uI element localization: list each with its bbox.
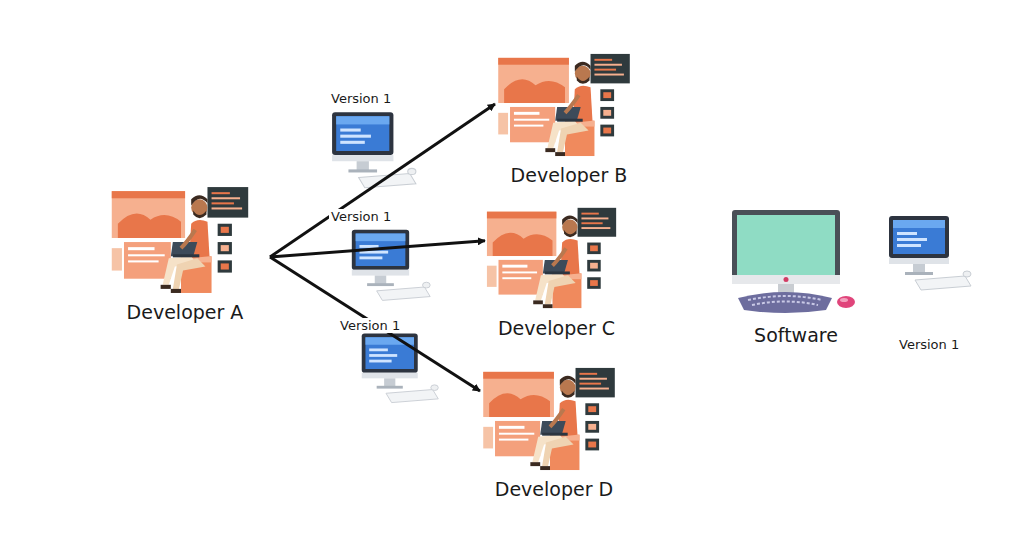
illustrated-node: Software xyxy=(722,208,870,350)
monitor-icon xyxy=(332,112,416,188)
illustrated-node: Developer B xyxy=(495,50,643,190)
arrow-connector xyxy=(270,257,480,391)
node-label: Developer D xyxy=(480,478,628,500)
arrow-connector xyxy=(270,241,485,257)
illustrated-node: Developer D xyxy=(480,364,628,504)
node-label: Software xyxy=(722,324,870,346)
version-label: Version 1 xyxy=(329,91,393,106)
node-label: Developer B xyxy=(495,164,643,186)
monitor-icon xyxy=(352,230,430,301)
developer-figure xyxy=(495,50,643,158)
developer-figure xyxy=(100,183,270,295)
arrow-connector xyxy=(270,104,495,257)
developer-figure xyxy=(485,203,628,311)
illustrated-node: Developer C xyxy=(485,203,628,343)
node-label: Developer C xyxy=(485,317,628,339)
version-label: Version 1 xyxy=(329,209,393,224)
node-label: Developer A xyxy=(100,301,270,323)
developer-figure xyxy=(480,364,628,472)
monitor-icon xyxy=(889,216,971,290)
illustrated-node: Developer A xyxy=(100,183,270,327)
monitor-icon xyxy=(362,334,439,403)
version-label: Version 1 xyxy=(897,337,961,352)
software-computer xyxy=(722,208,870,318)
version-label: Version 1 xyxy=(338,318,402,333)
